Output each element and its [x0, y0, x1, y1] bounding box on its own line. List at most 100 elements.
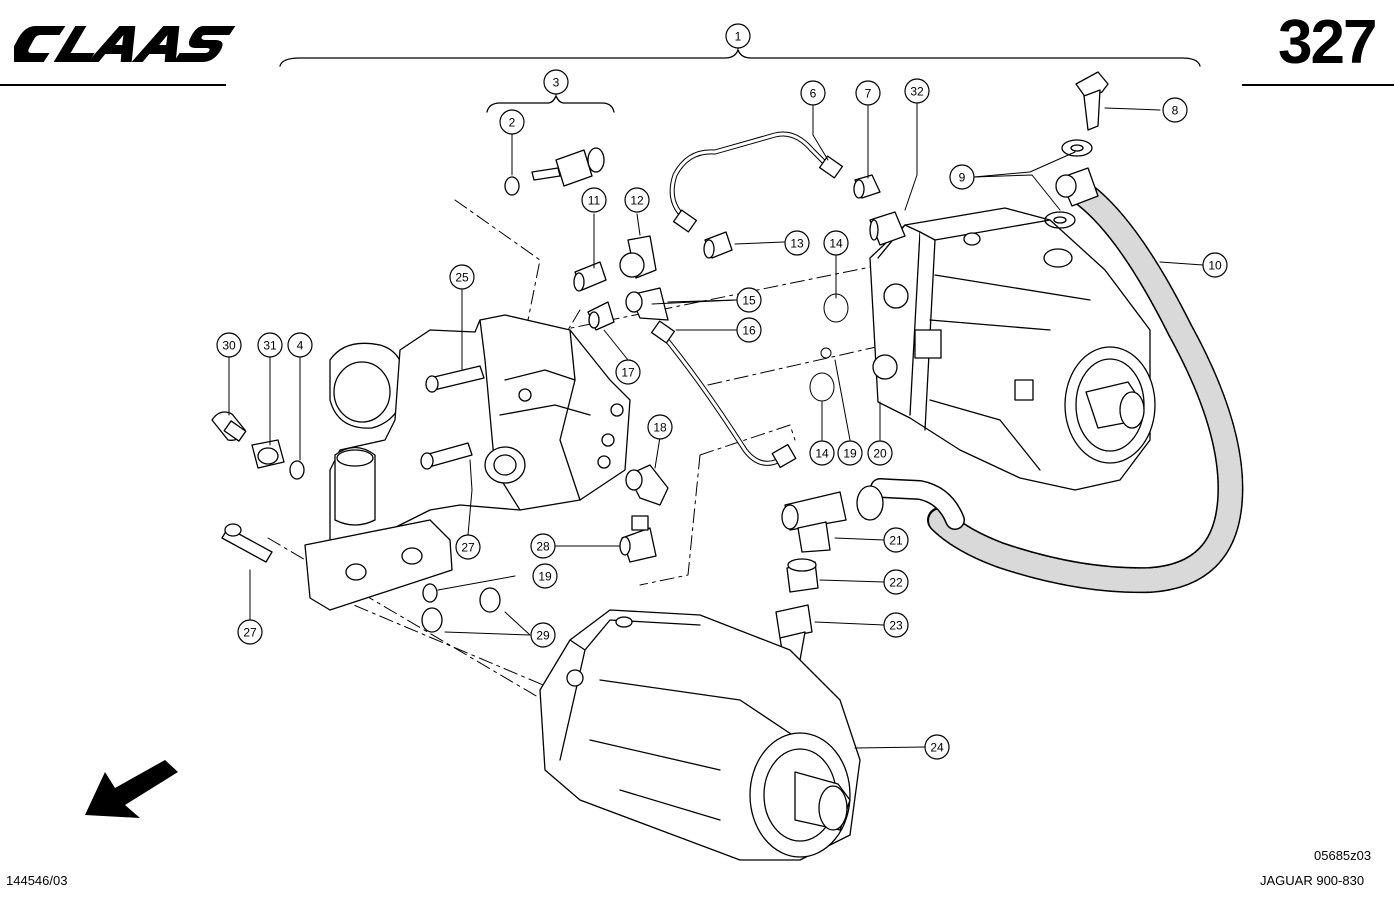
- callout-circle: [855, 80, 881, 106]
- callout-c4: 4: [287, 332, 313, 358]
- callout-circle: [867, 440, 893, 466]
- callout-label: 13: [790, 237, 804, 251]
- hose-10: [856, 167, 1244, 594]
- callout-c32: 32: [904, 78, 930, 104]
- callout-label: 19: [538, 570, 552, 584]
- callout-label: 12: [630, 194, 644, 208]
- callout-c9: 9: [949, 164, 975, 190]
- callout-circle: [624, 187, 650, 213]
- callout-label: 4: [297, 339, 304, 353]
- o-ring-14-upper: [823, 293, 849, 323]
- callout-circle: [499, 109, 525, 135]
- callout-label: 16: [742, 324, 756, 338]
- callout-circle: [823, 230, 849, 256]
- callout-c30: 30: [216, 332, 242, 358]
- bolt-27-lower: [221, 523, 273, 563]
- callout-label: 22: [889, 576, 903, 590]
- assembly-lines: [267, 199, 896, 711]
- callout-label: 11: [588, 194, 601, 208]
- claas-logo: [14, 26, 236, 62]
- bolt-25: [425, 365, 485, 393]
- callout-circle: [647, 414, 673, 440]
- callout-c12: 12: [624, 187, 650, 213]
- fitting-17: [587, 301, 615, 331]
- callout-circle: [736, 317, 762, 343]
- callout-label: 32: [910, 85, 924, 99]
- callout-label: 3: [553, 76, 560, 90]
- callout-c8: 8: [1162, 97, 1188, 123]
- washer-9-lower: [1044, 211, 1076, 229]
- callout-c14b: 14: [809, 440, 835, 466]
- pipe-16-nut: [650, 320, 676, 344]
- pipe-16: [659, 331, 793, 466]
- fitting-3: [531, 147, 605, 187]
- pipe-16-end: [771, 443, 797, 469]
- callout-c6: 6: [800, 80, 826, 106]
- banjo-bolt-8: [1075, 71, 1109, 131]
- callout-c16: 16: [736, 317, 762, 343]
- callout-label: 20: [873, 447, 887, 461]
- callout-label: 10: [1208, 259, 1222, 273]
- washer-9-upper: [1061, 139, 1093, 157]
- direction-arrow-icon: [85, 760, 178, 818]
- callout-c28: 28: [530, 533, 556, 559]
- upper-pump-20: [869, 207, 1156, 491]
- callout-c2: 2: [499, 109, 525, 135]
- fitting-15: [625, 287, 669, 321]
- o-ring-19-upper: [820, 347, 832, 359]
- o-ring-4: [289, 460, 305, 480]
- fitting-11: [573, 261, 607, 292]
- callout-label: 19: [843, 447, 857, 461]
- elbow-18: [625, 464, 669, 506]
- lower-pump-24: [539, 609, 861, 861]
- tee-28: [619, 515, 657, 563]
- callout-c13: 13: [784, 230, 810, 256]
- callout-circle: [532, 563, 558, 589]
- callout-label: 21: [889, 534, 903, 548]
- callout-c15: 15: [736, 287, 762, 313]
- callout-c27a: 27: [455, 534, 481, 560]
- callout-c20: 20: [867, 440, 893, 466]
- callout-circle: [237, 619, 263, 645]
- callout-circle: [883, 527, 909, 553]
- fitting-13: [703, 231, 733, 259]
- callout-circle: [449, 264, 475, 290]
- callout-label: 14: [815, 447, 829, 461]
- header-rule-right: [1242, 84, 1394, 86]
- callout-circle: [615, 359, 641, 385]
- callout-c11: 11: [581, 187, 607, 213]
- callout-c19a: 19: [532, 563, 558, 589]
- callout-c31: 31: [257, 332, 283, 358]
- callout-label: 23: [889, 619, 903, 633]
- fitting-7: [853, 174, 881, 199]
- header-rule-left: [0, 84, 226, 86]
- drawing-id: 05685z03: [1314, 848, 1372, 863]
- callout-c17: 17: [615, 359, 641, 385]
- group-bracket-3: [486, 95, 615, 113]
- callout-label: 28: [536, 540, 550, 554]
- callout-circle: [287, 332, 313, 358]
- fitting-12: [619, 235, 657, 279]
- callout-circle: [455, 534, 481, 560]
- callout-c10: 10: [1202, 252, 1228, 278]
- bolt-27-upper: [420, 442, 473, 470]
- callout-circle: [784, 230, 810, 256]
- callout-c21: 21: [883, 527, 909, 553]
- callout-label: 18: [653, 421, 667, 435]
- callout-circle: [809, 440, 835, 466]
- control-valve-block: [304, 314, 631, 611]
- callout-circle: [949, 164, 975, 190]
- callout-circle: [736, 287, 762, 313]
- callout-c29: 29: [530, 622, 556, 648]
- o-ring-19-lower: [422, 583, 438, 603]
- callout-label: 31: [263, 339, 277, 353]
- o-ring-14-lower: [809, 372, 835, 402]
- callout-label: 2: [509, 116, 516, 130]
- adapter-22: [786, 558, 819, 593]
- callout-c23: 23: [883, 612, 909, 638]
- callout-label: 1: [735, 30, 742, 44]
- callout-circle: [725, 23, 751, 49]
